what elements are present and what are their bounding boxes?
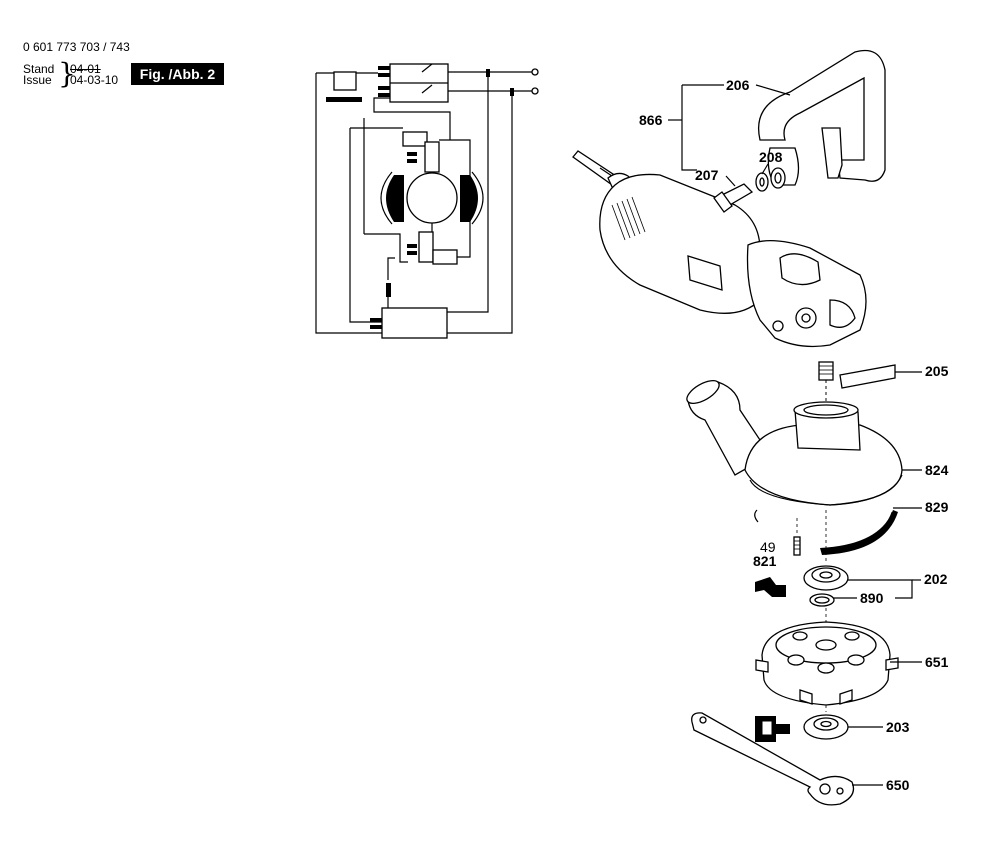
callout-824: 824 <box>925 462 949 478</box>
grinder-body <box>572 150 867 410</box>
auxiliary-handle <box>713 49 886 213</box>
callout-207: 207 <box>695 167 719 183</box>
date-new: 04-03-10 <box>70 73 119 87</box>
callout-206: 206 <box>726 77 750 93</box>
callout-829: 829 <box>925 499 949 515</box>
callout-650: 650 <box>886 777 910 793</box>
mounting-flange <box>755 565 849 632</box>
callout-203: 203 <box>886 719 910 735</box>
label-plate <box>839 364 896 389</box>
brush-ring <box>754 509 898 555</box>
date-old: 04-01 <box>70 62 101 76</box>
figure-badge: Fig. /Abb. 2 <box>131 63 224 85</box>
cup-wheel <box>755 621 899 712</box>
issue-label: Issue <box>23 73 52 87</box>
callout-821: 821 <box>753 553 777 569</box>
brace-glyph: } <box>58 57 76 90</box>
stand-label: Stand <box>23 62 55 76</box>
callout-651: 651 <box>925 654 949 670</box>
two-pin-spanner <box>691 712 855 806</box>
callout-49: 49 <box>760 539 776 555</box>
callout-866: 866 <box>639 112 663 128</box>
screw <box>793 510 827 562</box>
callout-202: 202 <box>924 571 948 587</box>
document-number: 0 601 773 703 / 743 <box>23 40 130 54</box>
callout-leaders <box>668 84 922 786</box>
callout-208: 208 <box>759 149 783 165</box>
callout-205: 205 <box>925 363 949 379</box>
clamping-nut <box>755 714 849 742</box>
guard-hood <box>686 379 903 506</box>
callout-890: 890 <box>860 590 884 606</box>
wiring-diagram <box>315 63 539 339</box>
